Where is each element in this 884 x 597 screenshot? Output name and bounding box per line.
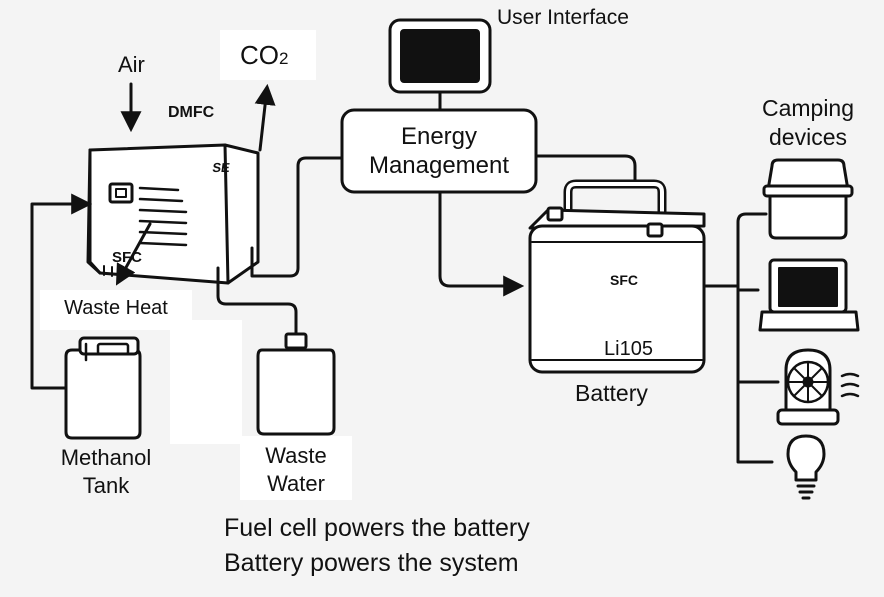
- waste-water-label: Waste Water: [265, 443, 327, 496]
- cooler-box-icon: [762, 158, 854, 240]
- dmfc-fuel-cell-icon: [86, 143, 260, 285]
- device-bus-line: [702, 212, 780, 464]
- camping-devices-label: Camping devices: [761, 95, 855, 150]
- user-interface-label: User Interface: [497, 6, 629, 29]
- air-label: Air: [118, 52, 145, 77]
- fuel-cell-power-line: [250, 156, 344, 278]
- caption-line-1: Fuel cell powers the battery: [224, 514, 530, 542]
- energy-to-battery-line: [534, 154, 637, 188]
- battery-model: Li105: [604, 338, 653, 360]
- fuel-cell-front-mark: SFC: [112, 249, 142, 266]
- battery-logo: SFC: [610, 272, 638, 288]
- jerrycan-icon: [64, 336, 142, 440]
- methanol-area-bg: [170, 320, 242, 444]
- bottle-icon: [256, 332, 336, 436]
- co2-subscript: 2: [279, 49, 289, 68]
- energy-management-label: Energy Management: [368, 123, 510, 179]
- light-bulb-icon: [786, 434, 826, 500]
- caption-line-2: Battery powers the system: [224, 549, 519, 577]
- fuel-cell-logo: SE: [211, 160, 231, 175]
- co2-main-text: CO: [240, 40, 279, 70]
- energy-to-battery-arrow: [438, 190, 525, 297]
- waste-water-line: [216, 266, 298, 338]
- waste-water-label-bg: [240, 436, 352, 500]
- dmfc-label: DMFC: [168, 104, 215, 121]
- monitor-icon: [388, 18, 492, 112]
- co2-label: CO2: [240, 40, 288, 71]
- methanol-tank-label: Methanol Tank: [60, 445, 152, 498]
- battery-label: Battery: [575, 380, 648, 406]
- waste-heat-label: Waste Heat: [64, 297, 168, 319]
- waste-heat-label-bg: [40, 290, 192, 330]
- battery-icon: [528, 179, 706, 374]
- methanol-feed-line: [30, 193, 93, 390]
- co2-arrow: [254, 83, 276, 152]
- fan-heater-icon: [776, 348, 860, 426]
- waste-heat-arrow: [115, 222, 152, 286]
- laptop-icon: [758, 258, 860, 332]
- co2-label-bg: [220, 30, 316, 80]
